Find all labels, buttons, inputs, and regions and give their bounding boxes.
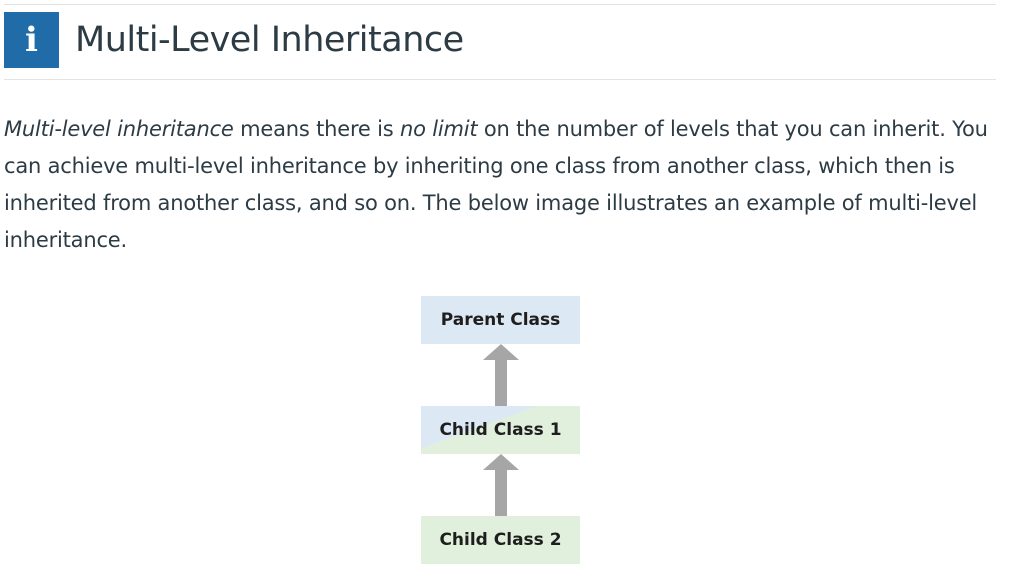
term-emphasis: Multi-level inheritance	[4, 117, 234, 141]
page-header: i Multi-Level Inheritance	[4, 12, 464, 68]
paragraph-text-1: means there is	[233, 117, 400, 141]
page-title: Multi-Level Inheritance	[75, 20, 464, 60]
top-divider	[4, 4, 996, 5]
paragraph-text-2: on the number of levels that you can inh…	[4, 117, 988, 252]
info-icon-glyph: i	[25, 20, 38, 60]
child-class-2-box: Child Class 2	[421, 516, 580, 564]
inheritance-diagram: Parent Class Child Class 1 Child Class 2	[421, 296, 580, 566]
header-divider	[4, 79, 996, 80]
description-paragraph: Multi-level inheritance means there is n…	[4, 111, 1004, 259]
arrow-up-icon	[483, 344, 519, 406]
parent-class-box: Parent Class	[421, 296, 580, 344]
arrow-up-icon	[483, 454, 519, 516]
no-limit-emphasis: no limit	[399, 117, 478, 141]
child-class-1-box: Child Class 1	[421, 406, 580, 454]
info-icon: i	[4, 12, 59, 68]
